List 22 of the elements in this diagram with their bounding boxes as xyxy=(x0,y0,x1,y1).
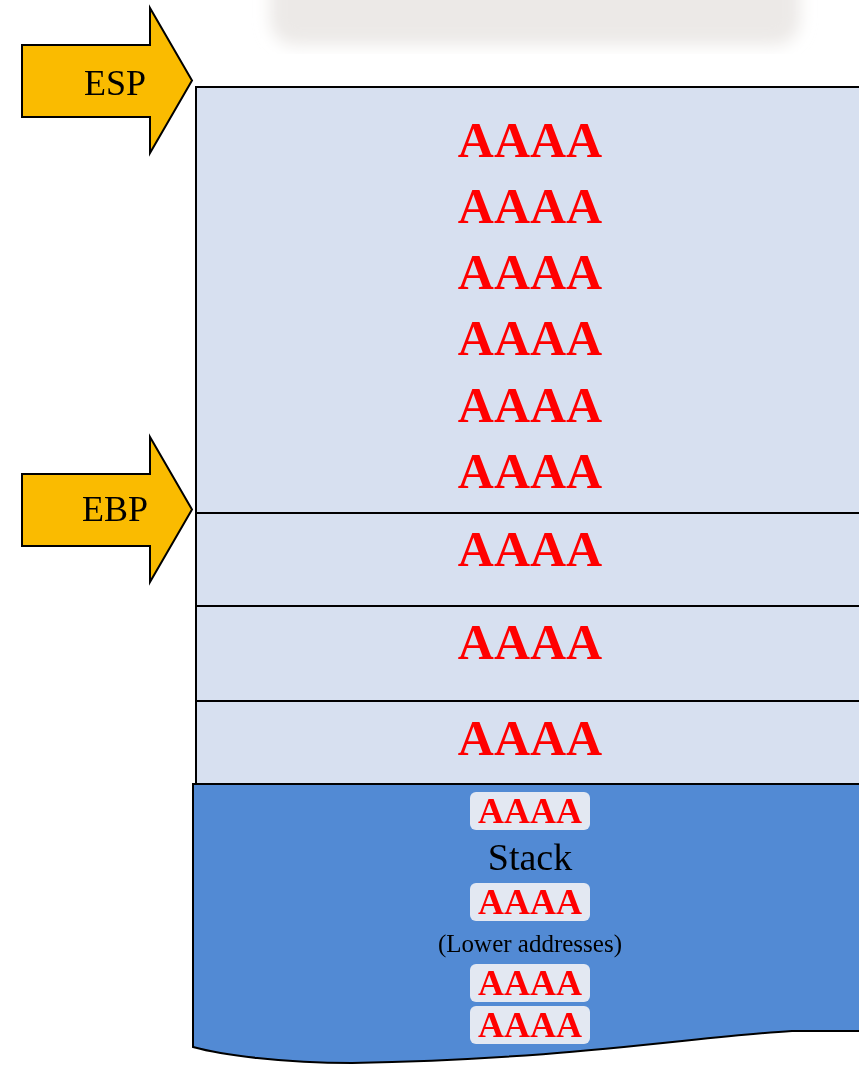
stack-slot xyxy=(195,512,859,606)
pointer-arrow xyxy=(20,6,194,155)
data-value: AAAA xyxy=(470,1006,590,1044)
data-value: AAAA xyxy=(470,792,590,830)
data-value: AAAA xyxy=(457,115,603,165)
region-label: (Lower addresses) xyxy=(438,930,622,956)
data-value: AAAA xyxy=(457,617,603,667)
data-value: AAAA xyxy=(457,524,603,574)
data-value: AAAA xyxy=(457,713,603,763)
data-value: AAAA xyxy=(470,964,590,1002)
region-label: Stack xyxy=(487,838,573,876)
data-value: AAAA xyxy=(457,181,603,231)
data-value: AAAA xyxy=(457,380,603,430)
register-label: EBP xyxy=(82,491,148,527)
stack-slot xyxy=(195,605,859,701)
register-label: ESP xyxy=(84,65,146,101)
data-value: AAAA xyxy=(457,446,603,496)
data-value: AAAA xyxy=(457,313,603,363)
data-value: AAAA xyxy=(457,247,603,297)
pointer-arrow xyxy=(20,435,194,584)
stack-region xyxy=(192,783,859,1065)
data-value: AAAA xyxy=(470,883,590,921)
